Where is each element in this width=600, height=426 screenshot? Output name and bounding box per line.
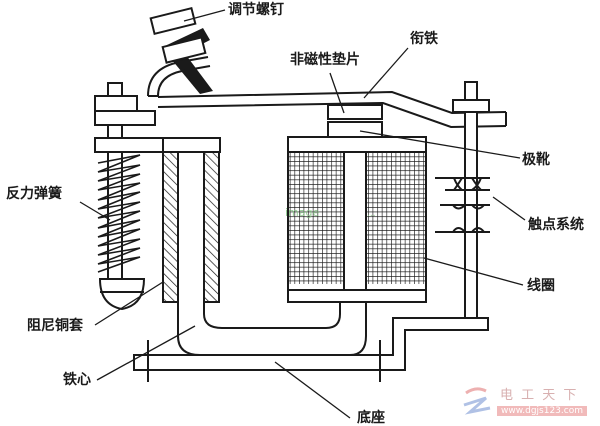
nonmagnetic-shim: [327, 104, 383, 120]
watermark-url: www.dgjs123.com: [497, 406, 587, 416]
watermark-title: 电 工 天 下: [500, 388, 579, 403]
center-watermark: image: [285, 206, 319, 219]
coil: [287, 136, 427, 303]
leader-lines: [79, 9, 526, 419]
label-nonmagnetic-shim: 非磁性垫片: [290, 52, 360, 68]
label-damping-copper-sleeve: 阻尼铜套: [27, 318, 83, 334]
center-watermark-2: ...: [367, 209, 376, 219]
label-reaction-spring: 反力弹簧: [6, 186, 62, 202]
reaction-spring: [97, 154, 141, 273]
watermark-logo-icon: [463, 387, 491, 415]
contact-system: [435, 81, 490, 319]
label-adjust-screw: 调节螺钉: [228, 2, 284, 18]
base-plate: [133, 317, 489, 382]
label-coil: 线圈: [527, 278, 555, 294]
spring-bolt: [94, 82, 221, 311]
label-contact-system: 触点系统: [528, 217, 584, 233]
pole-shoe: [327, 121, 383, 138]
label-pole-shoe: 极靴: [522, 152, 550, 168]
damping-copper-sleeve: [162, 151, 220, 303]
label-armature: 衔铁: [410, 31, 438, 47]
label-iron-core: 铁心: [63, 372, 91, 388]
label-base: 底座: [357, 410, 385, 426]
adjusting-screw: [147, 6, 213, 97]
